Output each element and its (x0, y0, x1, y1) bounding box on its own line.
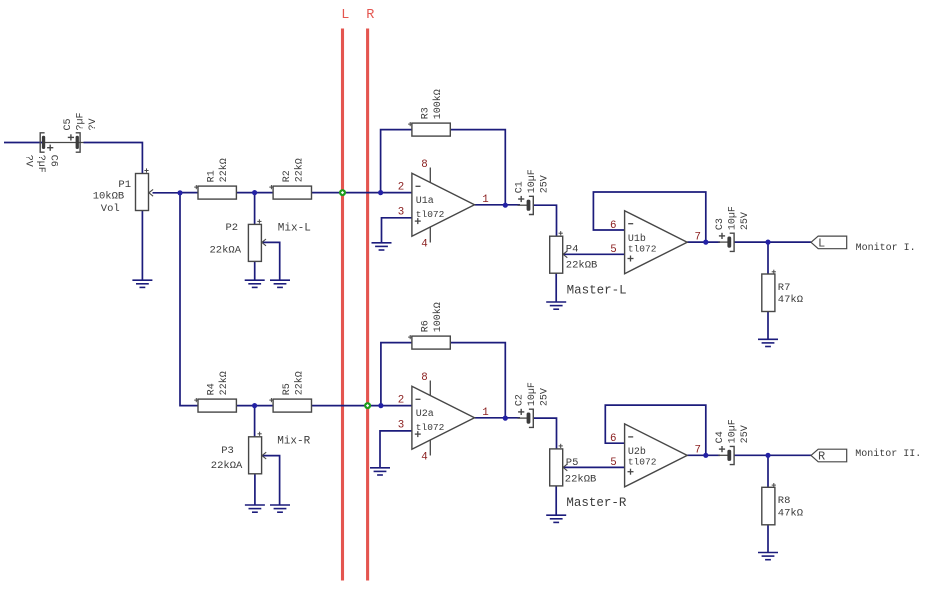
svg-text:Mix-L: Mix-L (278, 222, 311, 234)
svg-text:tl072: tl072 (628, 243, 657, 254)
svg-text:25V: 25V (740, 212, 751, 230)
svg-text:R3: R3 (421, 107, 432, 119)
svg-text:R4: R4 (207, 383, 218, 395)
svg-text:Mix-R: Mix-R (277, 435, 310, 447)
svg-text:7: 7 (695, 445, 701, 457)
svg-text:P1: P1 (118, 179, 131, 191)
svg-text:22kΩB: 22kΩB (566, 260, 598, 272)
svg-text:tl072: tl072 (628, 456, 657, 467)
svg-text:3: 3 (398, 207, 404, 219)
svg-text:7: 7 (695, 231, 701, 243)
svg-text:47kΩ: 47kΩ (778, 508, 803, 520)
svg-text:C2: C2 (514, 394, 525, 406)
svg-text:?µF: ?µF (35, 155, 46, 173)
svg-text:25V: 25V (539, 388, 550, 406)
svg-text:2: 2 (398, 394, 404, 406)
svg-text:10µF: 10µF (728, 206, 739, 230)
svg-text:100kΩ: 100kΩ (432, 89, 444, 119)
svg-text:25V: 25V (539, 175, 550, 193)
svg-text:C1: C1 (514, 181, 525, 193)
svg-text:6: 6 (610, 220, 616, 232)
svg-text:5: 5 (610, 244, 616, 256)
svg-text:22kΩB: 22kΩB (565, 474, 597, 486)
svg-text:10µF: 10µF (527, 382, 538, 406)
svg-text:Monitor II.: Monitor II. (855, 448, 921, 460)
svg-text:C4: C4 (715, 431, 726, 443)
svg-text:10kΩB: 10kΩB (93, 191, 125, 203)
svg-text:R: R (818, 450, 825, 464)
svg-text:Monitor I.: Monitor I. (856, 242, 916, 254)
svg-text:10µF: 10µF (728, 419, 739, 443)
svg-text:U1b: U1b (628, 233, 646, 245)
svg-text:100kΩ: 100kΩ (432, 302, 444, 332)
svg-text:U2b: U2b (628, 446, 646, 458)
svg-text:P4: P4 (566, 244, 579, 256)
svg-text:R8: R8 (778, 495, 791, 507)
svg-text:?V: ?V (22, 155, 33, 167)
svg-text:P3: P3 (221, 445, 234, 457)
svg-text:P5: P5 (566, 457, 579, 469)
svg-text:25V: 25V (740, 425, 751, 443)
svg-text:Master-L: Master-L (567, 284, 627, 298)
svg-text:22kΩA: 22kΩA (211, 460, 243, 472)
svg-text:1: 1 (482, 407, 488, 419)
svg-text:U2a: U2a (416, 409, 434, 420)
svg-text:R2: R2 (282, 170, 293, 182)
svg-text:4: 4 (421, 451, 427, 463)
svg-text:U1a: U1a (416, 196, 434, 207)
svg-text:R7: R7 (778, 282, 791, 294)
svg-text:tl072: tl072 (416, 422, 445, 433)
svg-text:R1: R1 (207, 170, 218, 182)
svg-text:tl072: tl072 (416, 209, 445, 220)
svg-text:8: 8 (421, 372, 427, 384)
svg-text:C3: C3 (715, 218, 726, 230)
svg-text:6: 6 (610, 433, 616, 445)
svg-text:22kΩA: 22kΩA (210, 244, 242, 256)
svg-text:22kΩ: 22kΩ (293, 158, 305, 182)
svg-text:1: 1 (482, 194, 488, 206)
svg-text:L: L (341, 8, 349, 23)
svg-text:47kΩ: 47kΩ (778, 294, 803, 306)
svg-text:22kΩ: 22kΩ (218, 158, 230, 182)
svg-text:5: 5 (610, 457, 616, 469)
svg-text:R: R (366, 8, 374, 23)
svg-text:22kΩ: 22kΩ (293, 371, 305, 395)
svg-text:8: 8 (421, 159, 427, 171)
svg-text:4: 4 (421, 238, 427, 250)
svg-text:C5: C5 (63, 118, 74, 130)
svg-text:?V: ?V (88, 118, 99, 130)
svg-text:P2: P2 (226, 222, 239, 234)
svg-text:Master-R: Master-R (566, 496, 627, 510)
svg-text:Vol: Vol (101, 203, 120, 215)
svg-text:L: L (818, 237, 825, 251)
svg-text:C6: C6 (48, 155, 59, 167)
svg-text:10µF: 10µF (527, 169, 538, 193)
svg-text:3: 3 (398, 420, 404, 432)
svg-text:R5: R5 (282, 383, 293, 395)
svg-text:?µF: ?µF (75, 112, 86, 130)
svg-text:2: 2 (398, 181, 404, 193)
svg-text:22kΩ: 22kΩ (218, 371, 230, 395)
svg-text:R6: R6 (421, 320, 432, 332)
